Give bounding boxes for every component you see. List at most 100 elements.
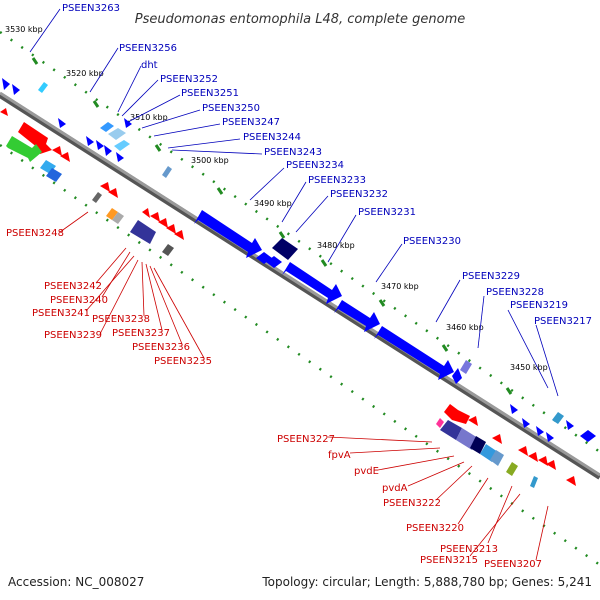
gene-label[interactable]: pvdA: [382, 483, 408, 494]
gene-label[interactable]: PSEEN3232: [330, 189, 388, 200]
reverse-gene[interactable]: [6, 136, 42, 162]
gene-label[interactable]: PSEEN3233: [308, 175, 366, 186]
reverse-gene[interactable]: [490, 450, 504, 466]
gene-label[interactable]: PSEEN3228: [486, 287, 544, 298]
reverse-gene[interactable]: [130, 220, 156, 244]
gene-label[interactable]: PSEEN3240: [50, 295, 108, 306]
forward-gene[interactable]: [100, 122, 114, 132]
forward-gene[interactable]: [266, 256, 282, 268]
reverse-gene[interactable]: [162, 244, 174, 256]
gene-label[interactable]: PSEEN3207: [484, 559, 542, 570]
reverse-gene[interactable]: [108, 188, 118, 198]
gene-label[interactable]: PSEEN3235: [154, 356, 212, 367]
gene-label[interactable]: PSEEN3252: [160, 74, 218, 85]
forward-gene[interactable]: [452, 368, 462, 384]
forward-gene[interactable]: [460, 360, 472, 374]
reverse-gene[interactable]: [106, 208, 118, 220]
forward-gene[interactable]: [272, 238, 298, 260]
reverse-gene[interactable]: [150, 212, 160, 222]
gene-label[interactable]: PSEEN3229: [462, 271, 520, 282]
reverse-gene[interactable]: [538, 456, 548, 466]
gene-label[interactable]: dht: [141, 60, 158, 71]
gene-label[interactable]: PSEEN3217: [534, 316, 592, 327]
forward-gene[interactable]: [546, 432, 554, 442]
forward-gene[interactable]: [12, 84, 20, 95]
gene-label[interactable]: PSEEN3230: [403, 236, 461, 247]
gene-label[interactable]: PSEEN3239: [44, 330, 102, 341]
gene-label[interactable]: PSEEN3251: [181, 88, 239, 99]
reverse-gene[interactable]: [444, 404, 470, 424]
gene-label[interactable]: PSEEN3219: [510, 300, 568, 311]
reverse-gene[interactable]: [528, 452, 538, 462]
forward-gene[interactable]: [536, 426, 544, 436]
forward-gene[interactable]: [58, 118, 66, 128]
gene-label[interactable]: PSEEN3242: [44, 281, 102, 292]
forward-gene[interactable]: [566, 420, 574, 430]
forward-gene[interactable]: [510, 404, 518, 414]
gene-label[interactable]: PSEEN3237: [112, 328, 170, 339]
reverse-gene[interactable]: [468, 416, 478, 426]
forward-gene[interactable]: [104, 145, 112, 156]
gene-label[interactable]: PSEEN3220: [406, 523, 464, 534]
gene-label[interactable]: fpvA: [328, 450, 351, 461]
forward-gene[interactable]: [194, 210, 262, 258]
reverse-gene[interactable]: [506, 462, 518, 476]
forward-gene[interactable]: [522, 418, 530, 428]
reverse-gene[interactable]: [142, 208, 150, 218]
reverse-gene[interactable]: [530, 476, 538, 488]
gene-label[interactable]: PSEEN3248: [6, 228, 64, 239]
tick-label: 3460 kbp: [446, 323, 484, 332]
gene-label[interactable]: PSEEN3222: [383, 498, 441, 509]
forward-gene[interactable]: [334, 300, 380, 332]
tick-label: 3470 kbp: [381, 282, 419, 291]
forward-gene[interactable]: [552, 412, 564, 424]
gene-label[interactable]: PSEEN3215: [420, 555, 478, 566]
forward-gene[interactable]: [108, 128, 126, 140]
gene-label[interactable]: PSEEN3238: [92, 314, 150, 325]
gene-label[interactable]: PSEEN3227: [277, 434, 335, 445]
reverse-gene[interactable]: [174, 230, 184, 240]
gene-label[interactable]: PSEEN3247: [222, 117, 280, 128]
reverse-gene[interactable]: [436, 418, 444, 428]
reverse-gene[interactable]: [470, 436, 486, 454]
reverse-gene[interactable]: [18, 122, 52, 154]
gene-label[interactable]: PSEEN3256: [119, 43, 177, 54]
reverse-gene[interactable]: [158, 218, 168, 228]
reverse-gene[interactable]: [518, 446, 528, 456]
forward-gene[interactable]: [2, 78, 10, 90]
gene-label[interactable]: pvdE: [354, 466, 379, 477]
forward-gene[interactable]: [96, 140, 104, 150]
forward-gene[interactable]: [580, 430, 596, 442]
forward-gene[interactable]: [114, 140, 130, 151]
forward-gene[interactable]: [116, 152, 124, 162]
forward-gene[interactable]: [282, 262, 342, 304]
gene-label[interactable]: PSEEN3213: [440, 544, 498, 555]
reverse-gene[interactable]: [440, 420, 462, 440]
forward-gene[interactable]: [162, 166, 172, 178]
gene-label[interactable]: PSEEN3236: [132, 342, 190, 353]
ticks: 3530 kbp 3520 kbp 3510 kbp 3500 kbp 3490…: [5, 25, 548, 395]
reverse-gene[interactable]: [0, 108, 8, 116]
gene-label[interactable]: PSEEN3234: [286, 160, 344, 171]
reverse-gene[interactable]: [100, 182, 110, 192]
gene-label[interactable]: PSEEN3250: [202, 103, 260, 114]
reverse-gene[interactable]: [60, 152, 70, 162]
gene-label[interactable]: PSEEN3243: [264, 147, 322, 158]
forward-gene[interactable]: [374, 326, 454, 380]
reverse-gene[interactable]: [92, 192, 102, 203]
reverse-gene[interactable]: [166, 224, 176, 234]
reverse-gene[interactable]: [566, 476, 576, 486]
forward-gene[interactable]: [124, 118, 132, 128]
forward-gene[interactable]: [86, 136, 94, 146]
gene-label[interactable]: PSEEN3231: [358, 207, 416, 218]
reverse-gene[interactable]: [546, 460, 556, 470]
reverse-gene[interactable]: [112, 212, 124, 224]
reverse-gene[interactable]: [492, 434, 502, 444]
reverse-gene[interactable]: [46, 168, 62, 182]
gene-label[interactable]: PSEEN3263: [62, 3, 120, 14]
gene-label[interactable]: PSEEN3241: [32, 308, 90, 319]
gene-label[interactable]: PSEEN3244: [243, 132, 301, 143]
forward-gene[interactable]: [38, 82, 48, 93]
reverse-gene[interactable]: [52, 146, 62, 156]
